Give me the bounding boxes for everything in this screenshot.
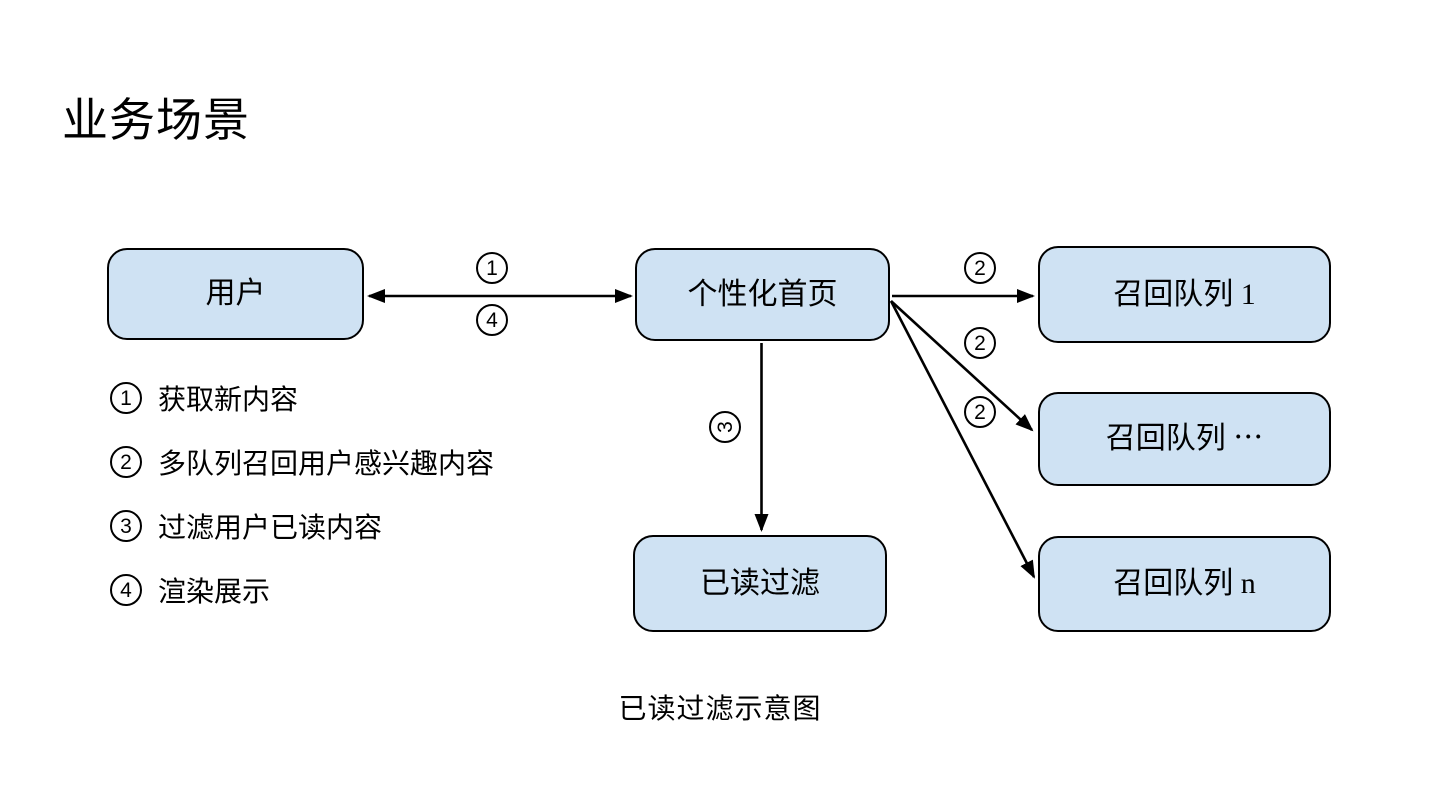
legend-3-text: 过滤用户已读内容 [158, 513, 383, 544]
legend-4-text: 渲染展示 [158, 577, 271, 608]
legend-2-text: 多队列召回用户感兴趣内容 [158, 449, 495, 480]
step-4-badge: 4 [476, 304, 508, 336]
node-personalized-homepage: 个性化首页 [635, 248, 890, 341]
step-3-badge-rotated: 3 [709, 411, 741, 443]
legend-item-2: 2 多队列召回用户感兴趣内容 [110, 442, 494, 482]
page-title: 业务场景 [62, 95, 250, 146]
step-2-badge-queue-n: 2 [964, 396, 996, 428]
node-personalized-homepage-label: 个性化首页 [687, 277, 838, 311]
legend-3-badge: 3 [110, 510, 142, 542]
node-user-label: 用户 [205, 277, 266, 310]
node-read-filter-label: 已读过滤 [700, 566, 820, 600]
legend-1-text: 获取新内容 [158, 385, 299, 416]
step-1-badge: 1 [476, 252, 508, 284]
legend-item-3: 3 过滤用户已读内容 [110, 506, 382, 546]
node-recall-queue-1-label: 召回队列 1 [1113, 277, 1256, 311]
step-2-badge-queue-dots: 2 [964, 327, 996, 359]
legend-1-badge: 1 [110, 382, 142, 414]
legend-item-1: 1 获取新内容 [110, 378, 298, 418]
legend-item-4: 4 渲染展示 [110, 570, 270, 610]
node-user: 用户 [107, 248, 364, 340]
node-recall-queue-n: 召回队列 n [1038, 536, 1331, 632]
node-recall-queue-dots: 召回队列 ⋯ [1038, 392, 1331, 486]
legend-2-badge: 2 [110, 446, 142, 478]
node-recall-queue-n-label: 召回队列 n [1113, 567, 1256, 600]
step-2-badge-queue-1: 2 [964, 252, 996, 284]
diagram-caption: 已读过滤示意图 [618, 694, 822, 725]
legend-4-badge: 4 [110, 574, 142, 606]
node-recall-queue-1: 召回队列 1 [1038, 246, 1331, 343]
node-recall-queue-dots-label: 召回队列 ⋯ [1105, 422, 1264, 455]
arrow-homepage-queue-dots [890, 300, 1034, 432]
node-read-filter: 已读过滤 [633, 535, 887, 632]
arrow-homepage-queue-n [889, 300, 1036, 579]
